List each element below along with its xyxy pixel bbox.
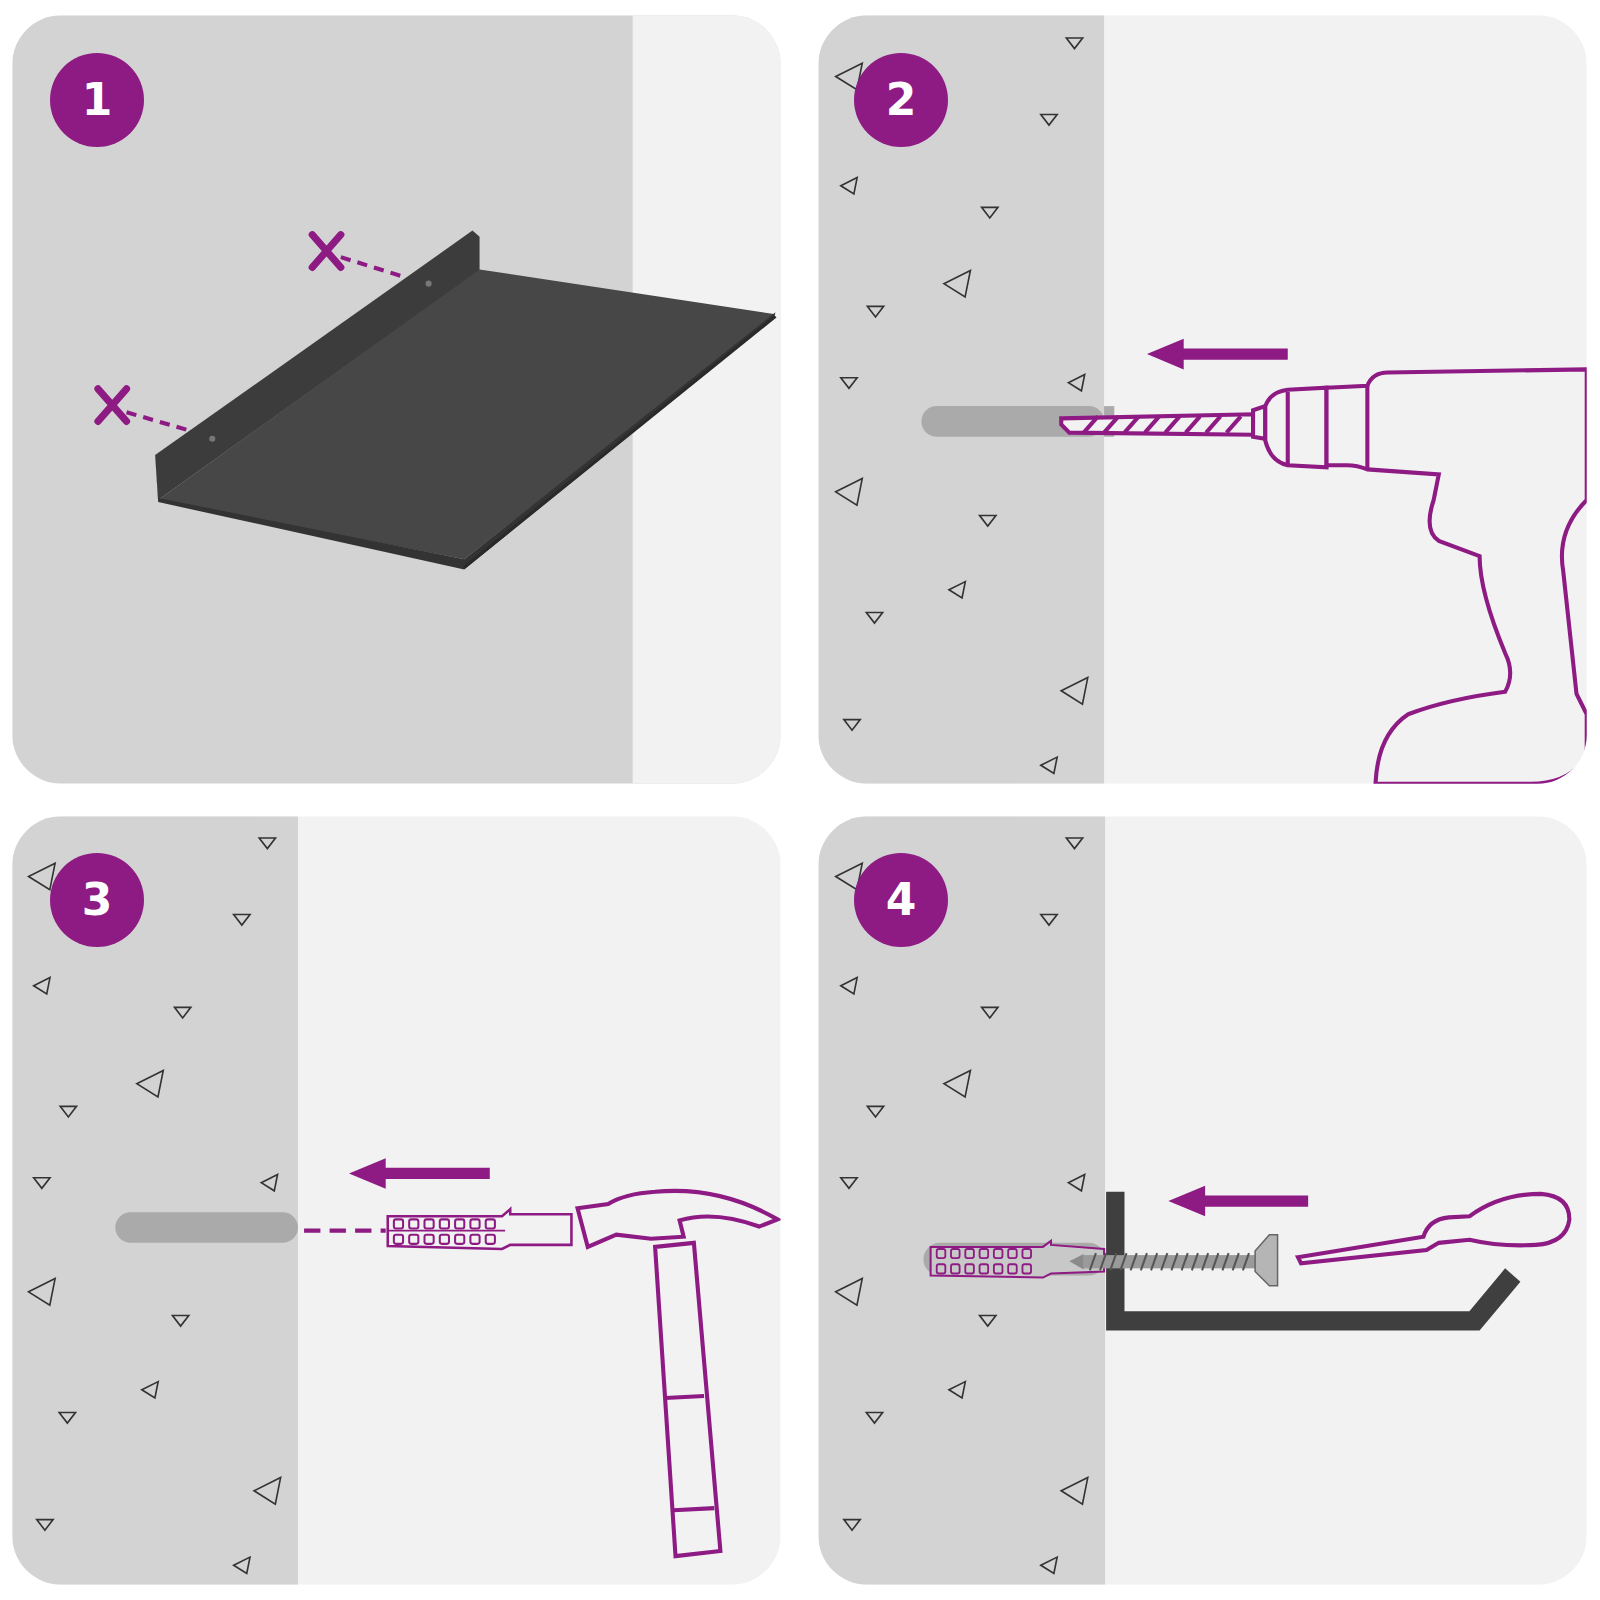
wall-texture [234,914,250,925]
wall-texture [59,1412,75,1423]
panel-hammer [12,816,780,1584]
wall-texture [1061,678,1088,705]
wall-texture [1041,1557,1057,1573]
wall-texture [142,1382,158,1398]
wall-texture [1066,838,1082,849]
wall-texture [949,582,965,598]
step-circle: 1 [50,53,144,147]
wall-texture [866,1412,882,1423]
wall-texture [980,516,996,527]
wall-texture [944,270,971,297]
wall-texture [867,306,883,317]
wall-texture [1068,1174,1084,1190]
panel-mark [12,15,780,783]
wall-texture [174,1007,190,1018]
panel-screw [818,816,1586,1584]
wall-texture [982,1007,998,1018]
wall-texture [836,479,863,506]
step-circle: 3 [50,853,144,947]
wall-texture [949,1382,965,1398]
wall-texture [844,1520,860,1531]
step-number: 1 [82,78,113,122]
wall-texture [1041,914,1057,925]
wall-texture [172,1316,188,1327]
wall-texture [261,1174,277,1190]
wall-texture [841,1178,857,1189]
panel-drill [818,15,1586,783]
wall-texture [982,207,998,218]
wall-texture [259,838,275,849]
wall-texture [1066,38,1082,49]
step-circle: 4 [854,853,948,947]
wall-texture [234,1557,250,1573]
wall-texture [944,1070,971,1097]
wall-texture [60,1106,76,1117]
wall-texture [34,978,50,994]
wall-texture [1041,757,1057,773]
wall-texture [1041,114,1057,125]
wall-texture [836,1279,863,1306]
wall-texture [841,978,857,994]
wall-texture [844,720,860,731]
wall-texture [1068,374,1084,390]
wall-texture [1061,1478,1088,1505]
wall-texture [841,178,857,194]
wall-texture [34,1178,50,1189]
wall-texture [866,612,882,623]
step-circle: 2 [854,53,948,147]
wall-texture [841,378,857,389]
wall-texture [867,1106,883,1117]
wall-texture [254,1478,281,1505]
step-number: 2 [886,78,917,122]
step-number: 4 [886,878,917,922]
step-number: 3 [82,878,113,922]
wall-texture [980,1316,996,1327]
wall-texture [29,1279,56,1306]
wall-texture [137,1070,164,1097]
wall-texture [37,1520,53,1531]
